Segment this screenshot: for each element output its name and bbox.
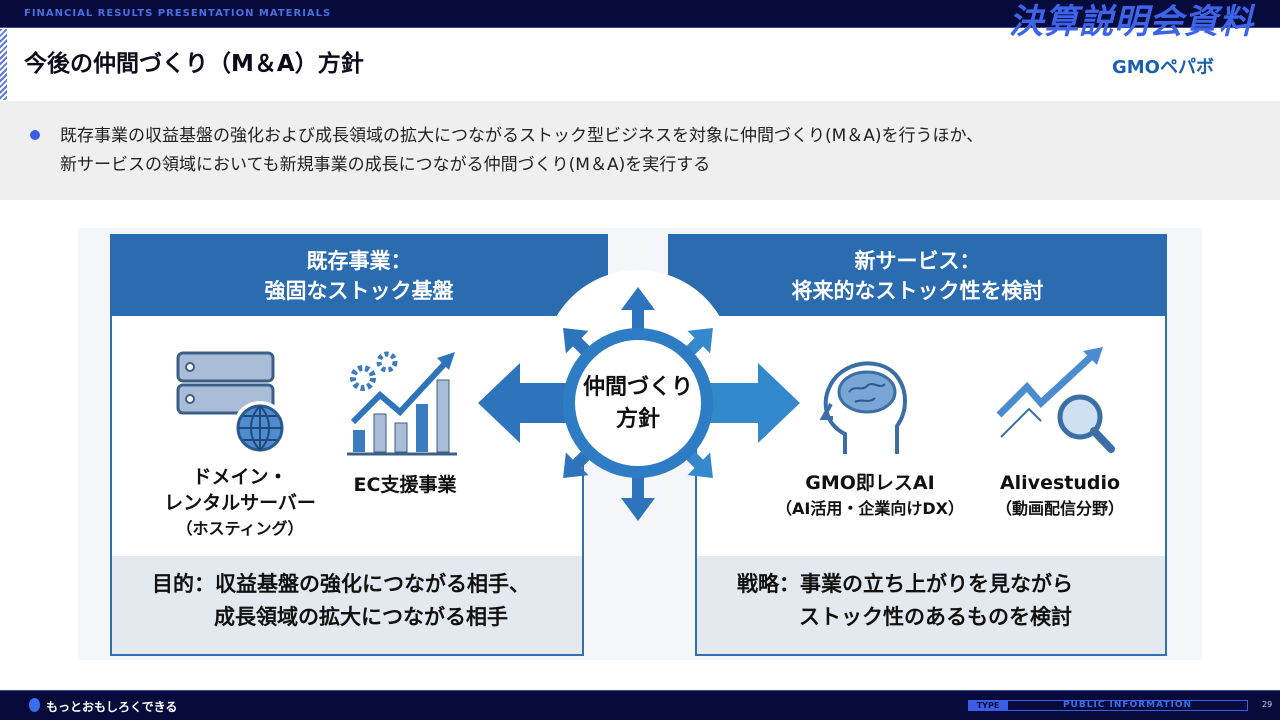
company-logo: GMOペパボ <box>1112 57 1214 78</box>
item-sokures-ai: GMO即レスAI （AI活用・企業向けDX） <box>770 470 970 522</box>
type-label: TYPE <box>968 700 1008 711</box>
tagline: もっとおもしろくできる <box>46 700 178 714</box>
panel-title: 既存事業： <box>306 249 412 273</box>
panel-subtitle: 強固なストック基盤 <box>264 279 454 303</box>
center-policy-circle: 仲間づくり 方針 <box>563 328 713 478</box>
page-number: 29 <box>1262 700 1273 709</box>
arrow-up-icon <box>621 287 655 335</box>
section-label: 決算説明会資料 <box>1009 2 1254 42</box>
center-label: 方針 <box>615 407 660 432</box>
top-bar: FINANCIAL RESULTS PRESENTATION MATERIALS… <box>0 0 1280 42</box>
arrow-right-icon <box>698 363 800 443</box>
item-sublabel: （AI活用・企業向けDX） <box>776 499 964 518</box>
arrow-left-icon <box>478 363 580 443</box>
goal-text: ストック性のあるものを検討 <box>799 605 1072 629</box>
center-label: 仲間づくり <box>582 375 693 400</box>
eyebrow-label: FINANCIAL RESULTS PRESENTATION MATERIALS <box>24 8 332 19</box>
summary-line: 既存事業の収益基盤の強化および成長領域の拡大につながるストック型ビジネスを対象に… <box>60 126 984 146</box>
goal-text: 戦略：事業の立ち上がりを見ながら <box>737 572 1073 596</box>
footer-bar: もっとおもしろくできる TYPE PUBLIC INFORMATION 29 <box>0 690 1280 720</box>
item-label: レンタルサーバー <box>164 492 316 514</box>
bullet-icon <box>30 130 40 140</box>
goal-text: 成長領域の拡大につながる相手 <box>214 605 508 629</box>
item-label: GMO即レスAI <box>805 472 935 494</box>
summary-text: 既存事業の収益基盤の強化および成長領域の拡大につながるストック型ビジネスを対象に… <box>60 122 1240 180</box>
summary-line: 新サービスの領域においても新規事業の成長につながる仲間づくり(M＆A)を実行する <box>60 155 711 175</box>
panel-subtitle: 将来的なストック性を検討 <box>791 279 1044 303</box>
item-label: ドメイン・ <box>192 466 288 488</box>
arrow-down-icon <box>621 473 655 521</box>
panel-title: 新サービス： <box>854 249 981 273</box>
new-service-strategy: 戦略：事業の立ち上がりを見ながら ストック性のあるものを検討 <box>697 556 1165 654</box>
server-globe-icon <box>176 351 287 455</box>
direction-arrows <box>478 287 800 521</box>
pin-icon <box>29 698 40 712</box>
existing-business-goal: 目的：収益基盤の強化につながる相手、 成長領域の拡大につながる相手 <box>112 556 582 654</box>
item-label: Alivestudio <box>999 472 1121 494</box>
item-hosting: ドメイン・ レンタルサーバー （ホスティング） <box>140 464 340 542</box>
new-service-header: 新サービス： 将来的なストック性を検討 <box>668 234 1167 316</box>
summary-box <box>0 101 1280 200</box>
trend-magnifier-icon <box>996 347 1115 453</box>
classification-label: PUBLIC INFORMATION <box>1008 700 1248 711</box>
item-ec-support: EC支援事業 <box>330 472 480 498</box>
growth-chart-gears-icon <box>347 351 457 456</box>
item-label: EC支援事業 <box>353 474 457 496</box>
goal-text: 目的：収益基盤の強化につながる相手、 <box>152 572 530 596</box>
item-sublabel: （動画配信分野） <box>995 499 1124 518</box>
brain-head-icon <box>819 361 907 454</box>
page-title: 今後の仲間づくり（M＆A）方針 <box>24 51 364 77</box>
existing-business-header: 既存事業： 強固なストック基盤 <box>110 234 608 316</box>
item-sublabel: （ホスティング） <box>176 519 304 538</box>
item-alivestudio: Alivestudio （動画配信分野） <box>975 470 1145 522</box>
accent-stripe <box>0 29 7 100</box>
